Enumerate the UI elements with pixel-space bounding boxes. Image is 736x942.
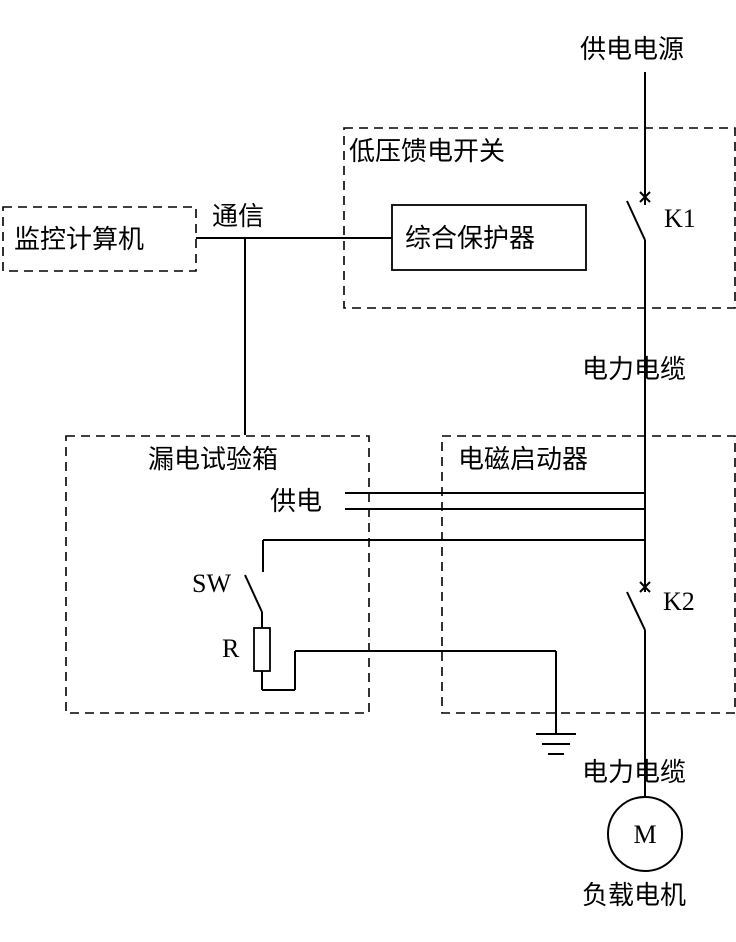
sw-switch-blade	[244, 574, 263, 613]
protector-label: 综合保护器	[405, 224, 535, 254]
sw-label: SW	[192, 569, 231, 598]
k1-switch-blade	[626, 200, 646, 241]
k1-label: K1	[664, 204, 696, 233]
k2-switch-blade	[626, 591, 646, 631]
lv-switch-label: 低压馈电开关	[349, 137, 505, 167]
mag-starter-box	[441, 435, 736, 714]
power-source-label: 供电电源	[580, 35, 684, 65]
leak-test-box	[65, 435, 370, 714]
k2-label: K2	[663, 587, 695, 616]
supply-label: 供电	[270, 487, 322, 517]
k1-cross-mark-b	[639, 191, 651, 203]
r-label: R	[222, 634, 240, 663]
motor-symbol-label: M	[633, 820, 656, 849]
mag-starter-label: 电磁启动器	[458, 445, 588, 475]
comm-label: 通信	[212, 202, 264, 232]
monitor-pc-label: 监控计算机	[14, 225, 144, 255]
cable-1-label: 电力电缆	[582, 355, 686, 385]
motor-symbol-circle	[607, 796, 683, 872]
resistor-r	[253, 627, 271, 672]
cable-2-label: 电力电缆	[582, 758, 686, 788]
load-motor-label: 负载电机	[582, 881, 686, 911]
k2-cross-mark-b	[639, 581, 651, 593]
lv-switch-box	[343, 127, 736, 309]
leak-test-box-label: 漏电试验箱	[148, 445, 278, 475]
